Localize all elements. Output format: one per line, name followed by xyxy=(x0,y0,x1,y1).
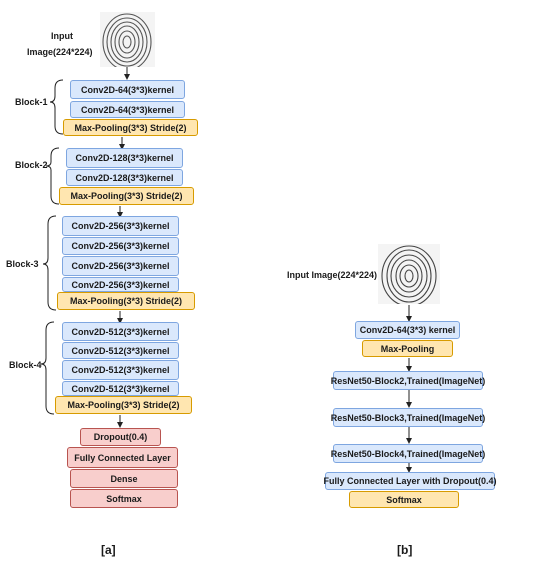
conv-layer-b3-1: Conv2D-256(3*3)kernel xyxy=(62,216,179,236)
caption-a: [a] xyxy=(101,543,116,557)
fingerprint-image-a xyxy=(100,12,155,67)
conv-layer-b: Conv2D-64(3*3) kernel xyxy=(355,321,460,339)
brace-block-1 xyxy=(49,79,64,135)
block-1-label: Block-1 xyxy=(15,97,48,107)
conv-layer-b1-2: Conv2D-64(3*3)kernel xyxy=(70,101,185,118)
maxpool-b1: Max-Pooling(3*3) Stride(2) xyxy=(63,119,198,136)
fingerprint-image-b xyxy=(378,244,440,304)
dropout-layer: Dropout(0.4) xyxy=(80,428,161,446)
resnet-block3: ResNet50-Block3,Trained(ImageNet) xyxy=(331,408,485,427)
dense-layer: Dense xyxy=(70,469,178,488)
input-label-a: Input xyxy=(51,31,73,41)
maxpool-b4: Max-Pooling(3*3) Stride(2) xyxy=(55,396,192,414)
conv-layer-b3-3: Conv2D-256(3*3)kernel xyxy=(62,256,179,276)
conv-layer-b1-1: Conv2D-64(3*3)kernel xyxy=(70,80,185,99)
fully-connected-layer: Fully Connected Layer xyxy=(67,447,178,468)
softmax-layer-b: Softmax xyxy=(349,491,459,508)
brace-block-2 xyxy=(45,147,60,205)
block-2-label: Block-2 xyxy=(15,160,48,170)
resnet-block4: ResNet50-Block4,Trained(ImageNet) xyxy=(331,444,485,463)
resnet-block2: ResNet50-Block2,Trained(ImageNet) xyxy=(331,371,485,390)
brace-block-3 xyxy=(42,215,57,311)
input-size-label-a: Image(224*224) xyxy=(27,47,93,57)
block-3-label: Block-3 xyxy=(6,259,39,269)
conv-layer-b4-3: Conv2D-512(3*3)kernel xyxy=(62,360,179,380)
softmax-layer-a: Softmax xyxy=(70,489,178,508)
conv-layer-b2-2: Conv2D-128(3*3)kernel xyxy=(66,169,183,186)
conv-layer-b4-2: Conv2D-512(3*3)kernel xyxy=(62,342,179,359)
conv-layer-b4-1: Conv2D-512(3*3)kernel xyxy=(62,322,179,341)
conv-layer-b2-1: Conv2D-128(3*3)kernel xyxy=(66,148,183,168)
fc-dropout-layer: Fully Connected Layer with Dropout(0.4) xyxy=(324,472,497,490)
maxpool-b: Max-Pooling xyxy=(362,340,453,357)
conv-layer-b4-4: Conv2D-512(3*3)kernel xyxy=(62,381,179,396)
block-4-label: Block-4 xyxy=(9,360,42,370)
input-label-b: Input Image(224*224) xyxy=(287,270,378,280)
maxpool-b3: Max-Pooling(3*3) Stride(2) xyxy=(57,292,195,310)
conv-layer-b3-2: Conv2D-256(3*3)kernel xyxy=(62,237,179,255)
conv-layer-b3-4: Conv2D-256(3*3)kernel xyxy=(62,277,179,292)
caption-b: [b] xyxy=(397,543,413,557)
maxpool-b2: Max-Pooling(3*3) Stride(2) xyxy=(59,187,194,205)
brace-block-4 xyxy=(40,321,55,415)
